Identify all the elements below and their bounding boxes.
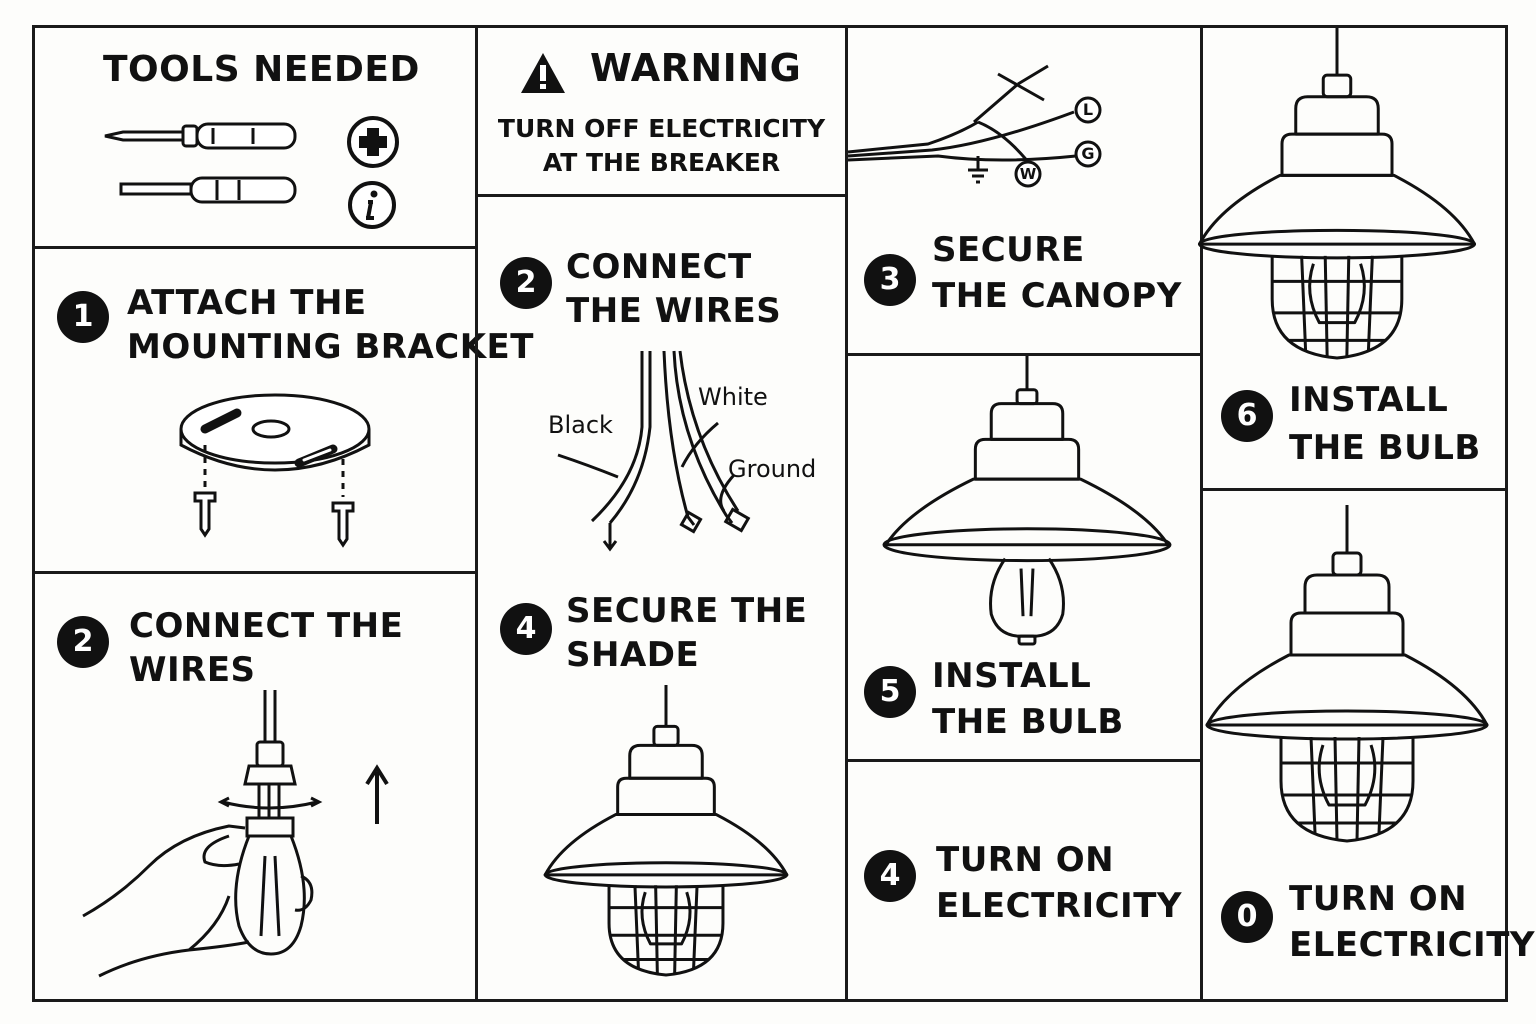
- step-connect-wires-bulb: 2 CONNECT THE WIRES: [32, 571, 478, 1002]
- step-secure-shade: 4 SECURE THE SHADE: [475, 567, 848, 1002]
- step-number-badge: 2: [500, 257, 552, 309]
- step-title-line-1: INSTALL: [932, 656, 1092, 696]
- wire-connection-icon: [848, 60, 1108, 200]
- step-turn-on-electricity: 4 TURN ON ELECTRICITY: [845, 759, 1203, 1002]
- step-number-badge: 4: [864, 850, 916, 902]
- info-icon: [347, 180, 397, 230]
- step-turn-on-electricity-final: 0 TURN ON ELECTRICITY: [1200, 488, 1535, 1002]
- step-title-line-1: CONNECT: [566, 247, 752, 287]
- tools-title: TOOLS NEEDED: [103, 49, 420, 90]
- step-title-line-1: CONNECT THE: [129, 606, 404, 646]
- step-number-badge: 3: [864, 254, 916, 306]
- step-title-line-1: ATTACH THE: [127, 283, 367, 323]
- step-number-badge: 0: [1221, 891, 1273, 943]
- step-title-line-1: INSTALL: [1289, 380, 1449, 420]
- step-title-line-2: WIRES: [129, 650, 256, 690]
- step-title-line-2: THE BULB: [1289, 428, 1481, 468]
- caged-pendant-lamp-icon: [1198, 26, 1476, 360]
- step-number-badge: 4: [500, 603, 552, 655]
- step-title-line-2: THE WIRES: [566, 291, 782, 331]
- step-number-badge: 5: [864, 666, 916, 718]
- step-title-line-2: THE BULB: [932, 702, 1124, 742]
- caged-pendant-lamp-icon: [1205, 503, 1489, 843]
- wire-tag-w: W: [1019, 165, 1037, 183]
- step-number-badge: 1: [57, 291, 109, 343]
- warning-title: WARNING: [590, 46, 802, 90]
- step-secure-canopy: L G W 3 SECURE THE CANOPY: [845, 25, 1203, 356]
- step-title-line-1: SECURE: [932, 230, 1085, 270]
- step-title-line-1: TURN ON: [1289, 879, 1468, 919]
- up-arrow-icon: [363, 764, 391, 828]
- wire-label-white: White: [698, 383, 768, 411]
- hand-holding-bulb-icon: [79, 686, 379, 986]
- step-title-line-2: ELECTRICITY: [1289, 925, 1536, 965]
- step-number-badge: 2: [57, 616, 109, 668]
- warning-text: TURN OFF ELECTRICITY AT THE BREAKER: [478, 112, 845, 180]
- wire-label-ground: Ground: [728, 455, 817, 483]
- step-install-bulb-caged: 6 INSTALL THE BULB: [1198, 25, 1508, 491]
- mounting-bracket-icon: [175, 389, 375, 549]
- warning-line-1: TURN OFF ELECTRICITY: [497, 114, 826, 143]
- step-install-bulb: 5 INSTALL THE BULB: [845, 353, 1203, 762]
- wire-tag-g: G: [1081, 144, 1095, 163]
- warning-panel: WARNING TURN OFF ELECTRICITY AT THE BREA…: [475, 25, 848, 197]
- flathead-screwdriver-icon: [119, 170, 303, 210]
- warning-triangle-icon: [521, 53, 565, 93]
- step-title-line-2: ELECTRICITY: [936, 886, 1183, 926]
- step-title-line-2: SHADE: [566, 635, 700, 675]
- wire-tag-l: L: [1082, 100, 1094, 119]
- caged-pendant-lamp-icon: [543, 683, 789, 977]
- wire-label-black: Black: [548, 411, 613, 439]
- step-connect-wires: 2 CONNECT THE WIRES Black White Ground: [475, 194, 848, 570]
- step-title-line-2: MOUNTING BRACKET: [127, 327, 534, 367]
- screwdriver-icon: [103, 116, 303, 156]
- plus-icon: [345, 114, 401, 170]
- step-title-line-1: TURN ON: [936, 840, 1115, 880]
- step-number-badge: 6: [1221, 390, 1273, 442]
- step-title-line-2: THE CANOPY: [932, 276, 1182, 316]
- step-attach-bracket: 1 ATTACH THE MOUNTING BRACKET: [32, 246, 533, 574]
- step-title-line-1: SECURE THE: [566, 591, 808, 631]
- tools-panel: TOOLS NEEDED: [32, 25, 478, 249]
- warning-line-2: AT THE BREAKER: [542, 148, 781, 177]
- pendant-lamp-bulb-icon: [882, 354, 1172, 646]
- wires-diagram-icon: [518, 347, 818, 557]
